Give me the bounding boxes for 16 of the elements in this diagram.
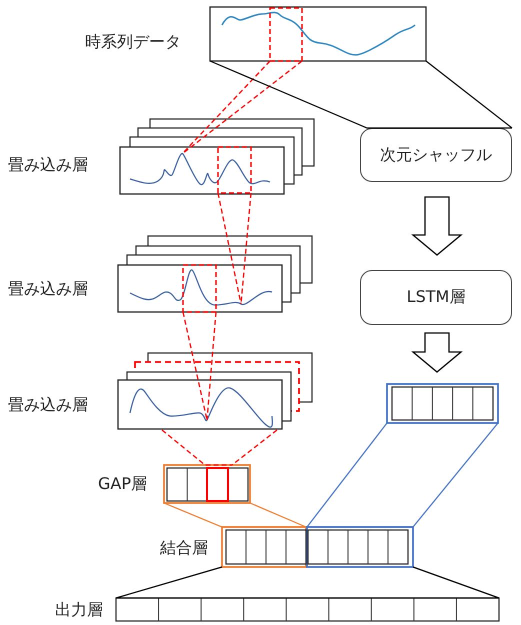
projection-line (163, 502, 307, 528)
layer-label: 畳み込み層 (8, 279, 88, 299)
layer-label: 結合層 (160, 538, 208, 558)
projection-line (209, 60, 513, 129)
layer-label: 出力層 (55, 600, 103, 620)
layer-label: 畳み込み層 (8, 155, 88, 175)
projection-line (161, 429, 278, 466)
process-box: LSTM層 (360, 270, 512, 325)
projection-line (115, 566, 500, 599)
layer-label: 畳み込み層 (8, 395, 88, 415)
projection-line (306, 422, 499, 528)
block-arrow (411, 196, 463, 256)
layer-label: GAP層 (98, 474, 147, 494)
block-arrow (411, 332, 463, 373)
layer-label: 時系列データ (85, 32, 181, 52)
process-box: 次元シャッフル (360, 128, 512, 182)
